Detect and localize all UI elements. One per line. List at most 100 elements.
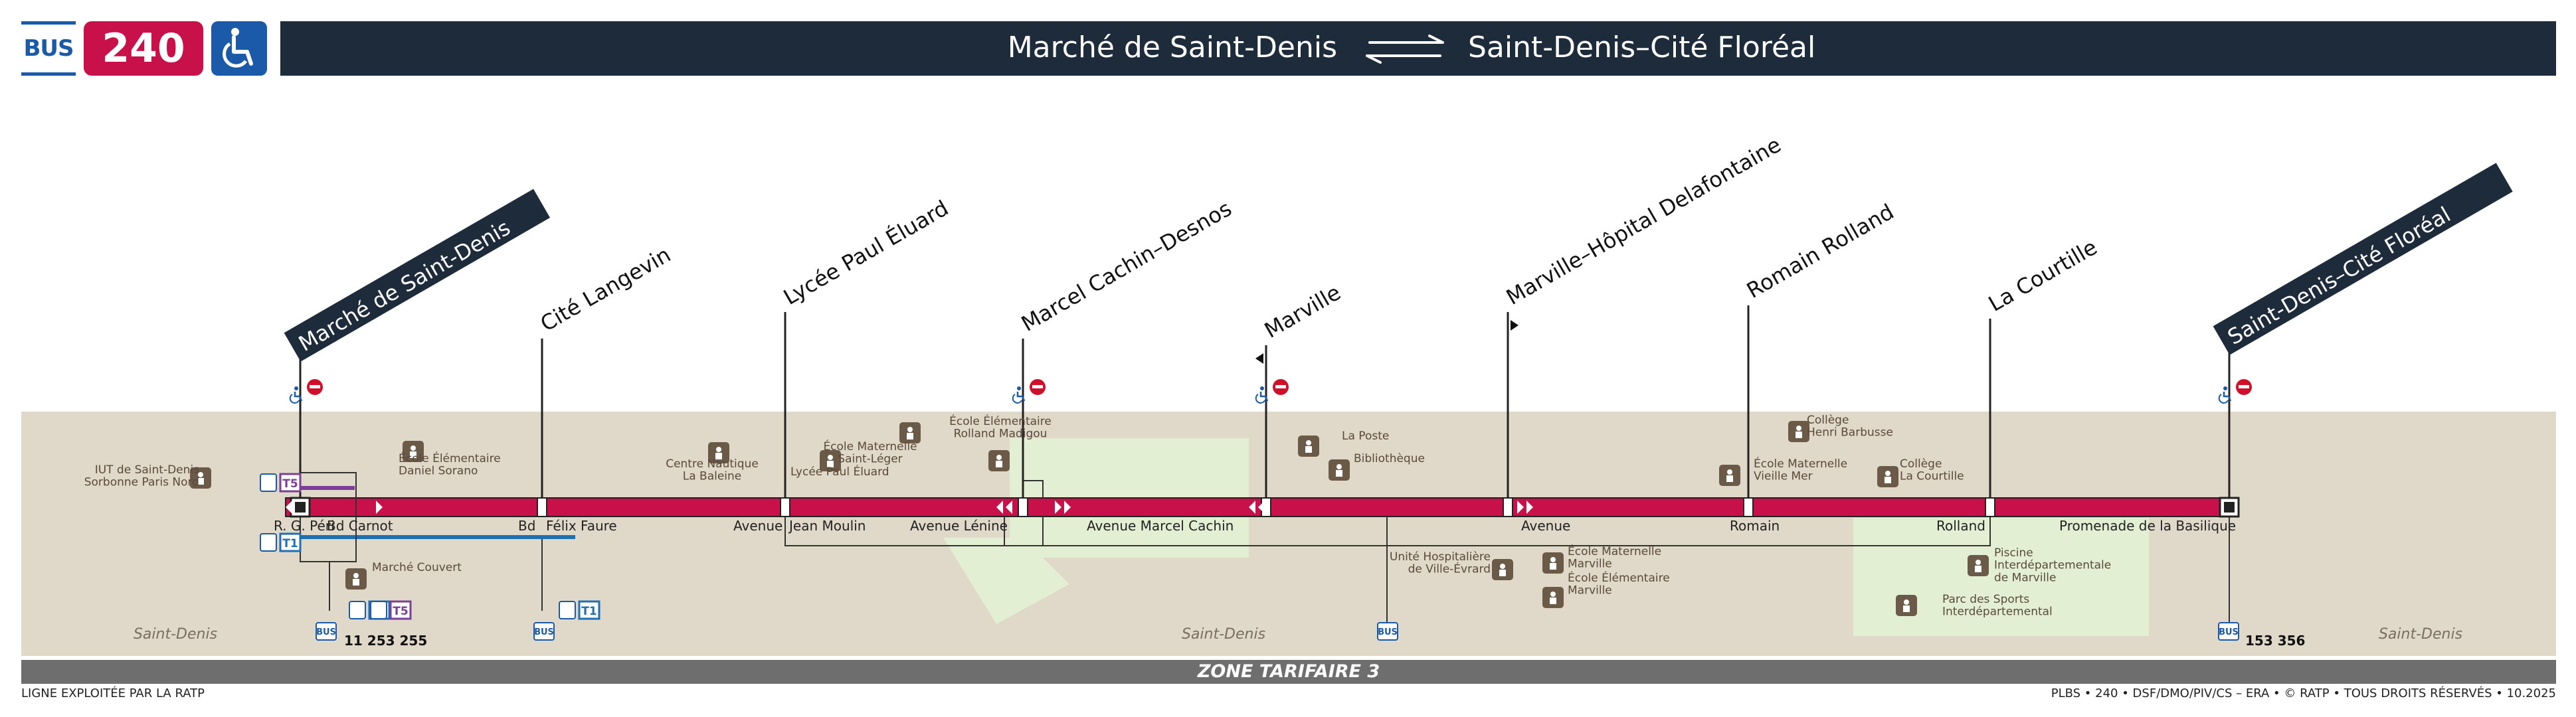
wheelchair-icon <box>1255 394 1265 404</box>
terminus-marker-inner <box>295 502 306 513</box>
tram-badge-label: T5 <box>282 477 298 491</box>
tram-icon <box>349 601 366 619</box>
terminus-marker-inner <box>2224 502 2235 513</box>
fare-zone-bar: ZONE TARIFAIRE 3 <box>21 660 2556 684</box>
one-way-arrow-icon <box>1511 320 1518 331</box>
school-icon <box>1727 469 1732 475</box>
wheelchair-icon <box>294 386 298 390</box>
no-entry-icon <box>1275 385 1286 388</box>
tram-badge <box>279 532 302 552</box>
stop-marker <box>1503 497 1513 517</box>
market-icon <box>353 573 359 578</box>
stop-marker <box>1018 497 1028 517</box>
no-entry-icon <box>1032 385 1043 388</box>
no-entry-icon <box>310 385 320 388</box>
wheelchair-icon <box>1016 392 1026 402</box>
header-origin: Marché de Saint-Denis <box>1007 31 1337 64</box>
terminus-label-box <box>284 189 551 362</box>
poi: La Poste <box>1298 430 1389 457</box>
swimming-icon <box>1975 566 1981 572</box>
school-icon <box>1550 557 1556 562</box>
wheelchair-icon <box>1017 386 1021 390</box>
direction-arrow-icon <box>1517 501 1524 514</box>
street-label: Avenue <box>1521 518 1570 534</box>
stop-marker <box>1743 497 1754 517</box>
street-label: Avenue Lénine <box>910 518 1008 534</box>
direction-arrow-icon <box>1258 501 1265 514</box>
graduation-icon <box>198 472 203 477</box>
area-label: Saint-Denis <box>134 626 217 643</box>
wheelchair-icon <box>2223 386 2227 390</box>
post-icon <box>1306 440 1311 445</box>
wheelchair-icon <box>1012 394 1022 404</box>
street-label: Rolland <box>1936 518 1985 534</box>
wheelchair-icon <box>294 392 303 402</box>
stop-name: Cité Langevin <box>536 242 675 337</box>
tram-line-t5 <box>284 486 355 490</box>
bus-correspondence-lines: 11 253 255 <box>344 633 427 649</box>
terminus-label-box <box>2213 163 2513 355</box>
street-label: Promenade de la Basilique <box>2059 518 2236 534</box>
header-destination: Saint-Denis–Cité Floréal <box>1468 31 1816 64</box>
school-icon <box>907 433 913 439</box>
header-band <box>280 21 2556 76</box>
wheelchair-icon <box>1260 386 1264 390</box>
bus-icon-label: BUS <box>316 627 336 637</box>
wheelchair-icon <box>2223 392 2232 402</box>
park-area <box>1853 518 2149 636</box>
school-icon <box>411 445 416 451</box>
stop-name: Marché de Saint-Denis <box>294 215 515 357</box>
school-icon <box>907 427 913 432</box>
direction-arrow-icon <box>1064 501 1071 514</box>
school-icon <box>1885 471 1890 476</box>
connector-outline <box>300 472 357 517</box>
no-entry-icon <box>2239 385 2249 388</box>
school-icon <box>996 461 1002 467</box>
area-label: Saint-Denis <box>1182 626 1265 643</box>
tram-icon <box>260 473 277 492</box>
street-label: Avenue <box>733 518 782 534</box>
street-label: R. G. Péri <box>274 518 335 534</box>
wheelchair-icon <box>211 21 267 76</box>
stop-name: Lycée Paul Éluard <box>779 195 953 310</box>
direction-arrow-icon <box>1006 501 1012 514</box>
poi-label: Marché Couvert <box>372 561 462 574</box>
library-icon <box>1336 470 1342 477</box>
school-icon <box>1796 426 1801 431</box>
bus-icon <box>533 622 555 641</box>
school-icon <box>1550 598 1556 604</box>
wheelchair-icon <box>1259 392 1269 402</box>
bus-correspondence-lines: 153 356 <box>2245 633 2305 649</box>
operator-note: LIGNE EXPLOITÉE PAR LA RATP <box>21 686 205 700</box>
tram-badge <box>578 600 600 620</box>
post-icon <box>1305 446 1312 453</box>
school-icon <box>410 451 416 458</box>
wheelchair-icon <box>289 394 300 404</box>
one-way-arrow-icon <box>1255 353 1263 364</box>
poi: Marché Couvert <box>345 561 462 590</box>
stop-marker <box>1985 497 1995 517</box>
street-label: Romain <box>1730 518 1780 534</box>
terminus-marker <box>2219 497 2240 518</box>
direction-arrow-icon <box>1526 501 1533 514</box>
bus-icon-label: BUS <box>534 627 554 637</box>
bus-icon-label: BUS <box>2219 627 2239 637</box>
bus-icon-label: BUS <box>1378 627 1398 637</box>
school-icon <box>827 461 834 467</box>
line-number-badge: 240 <box>84 21 203 76</box>
stop-name: Saint-Denis–Cité Floréal <box>2223 202 2455 350</box>
street-label: Avenue Marcel Cachin <box>1087 518 1234 534</box>
stop-marker <box>780 497 790 517</box>
direction-arrow-icon <box>376 501 383 514</box>
